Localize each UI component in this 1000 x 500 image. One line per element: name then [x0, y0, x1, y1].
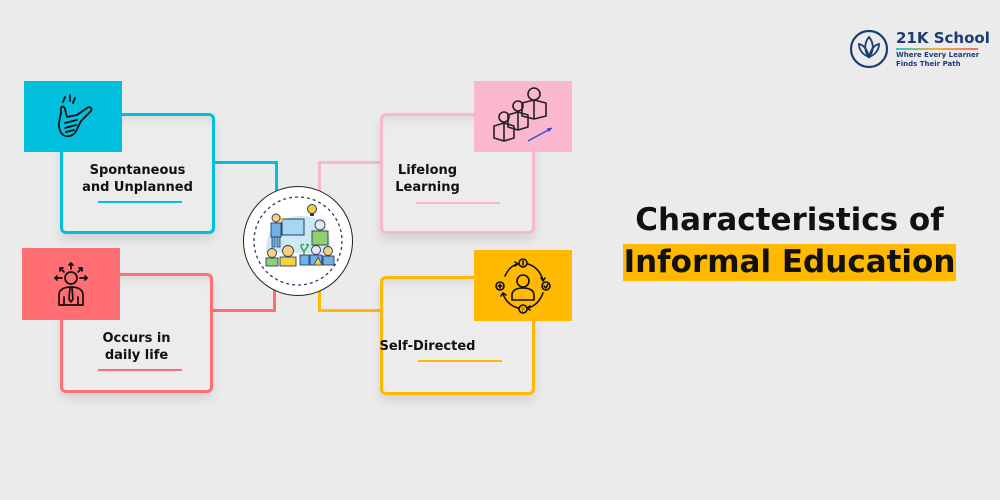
- connector-cyan: [214, 161, 278, 164]
- person-idea-arrows-icon: [54, 262, 88, 306]
- logo-tagline: Where Every Learner Finds Their Path: [896, 51, 979, 69]
- connector-yellow-vertical: [318, 288, 321, 312]
- card-spontaneous: Spontaneous and Unplanned: [60, 113, 215, 234]
- growth-steps-people-icon: [493, 86, 553, 142]
- tile-self-directed: ?: [474, 250, 572, 321]
- card-spontaneous-underline: [98, 201, 182, 203]
- tile-daily-life: [22, 248, 120, 320]
- logo-name: 21K School: [896, 29, 990, 47]
- page-title-line1: Characteristics of: [635, 202, 944, 238]
- card-lifelong: Lifelong Learning: [380, 113, 535, 234]
- person-cycle-icon: ?: [495, 257, 551, 314]
- card-spontaneous-line1: Spontaneous: [89, 163, 186, 178]
- card-daily-life-line2: daily life: [104, 348, 169, 363]
- card-self-directed-line1: Self-Directed: [379, 339, 476, 354]
- card-spontaneous-label: Spontaneous and Unplanned: [63, 162, 212, 196]
- card-lifelong-line2: Learning: [395, 180, 460, 195]
- card-daily-life-label: Occurs in daily life: [63, 330, 210, 364]
- connector-yellow: [318, 309, 382, 312]
- card-self-directed-underline: [418, 360, 502, 362]
- card-lifelong-line1: Lifelong: [397, 163, 458, 178]
- center-illustration: [243, 186, 353, 296]
- card-daily-life-line1: Occurs in: [102, 331, 171, 346]
- card-lifelong-underline: [416, 202, 500, 204]
- card-daily-life: Occurs in daily life: [60, 273, 213, 393]
- connector-pink-vertical: [318, 161, 321, 191]
- card-lifelong-label: Lifelong Learning: [353, 162, 502, 196]
- card-self-directed: Self-Directed: [380, 276, 535, 395]
- svg-text:?: ?: [521, 307, 524, 314]
- connector-coral-vertical: [273, 288, 276, 312]
- tile-lifelong: [474, 81, 572, 152]
- lotus-logo-icon: [849, 29, 889, 69]
- page-title-line2: Informal Education: [623, 244, 956, 280]
- connector-coral: [212, 309, 276, 312]
- logo-tagline-line1: Where Every Learner: [896, 51, 980, 59]
- card-self-directed-label: Self-Directed: [353, 338, 502, 355]
- logo-tagline-line2: Finds Their Path: [896, 60, 961, 68]
- tile-spontaneous: [24, 81, 122, 152]
- card-daily-life-underline: [98, 369, 182, 371]
- finger-snap-icon: [58, 93, 93, 137]
- connector-pink: [318, 161, 382, 164]
- card-spontaneous-line2: and Unplanned: [82, 180, 193, 195]
- family-learning-illustration-icon: [253, 196, 343, 286]
- connector-cyan-vertical: [275, 161, 278, 191]
- title-highlight: [623, 244, 956, 281]
- logo-accent-bar: [896, 48, 978, 50]
